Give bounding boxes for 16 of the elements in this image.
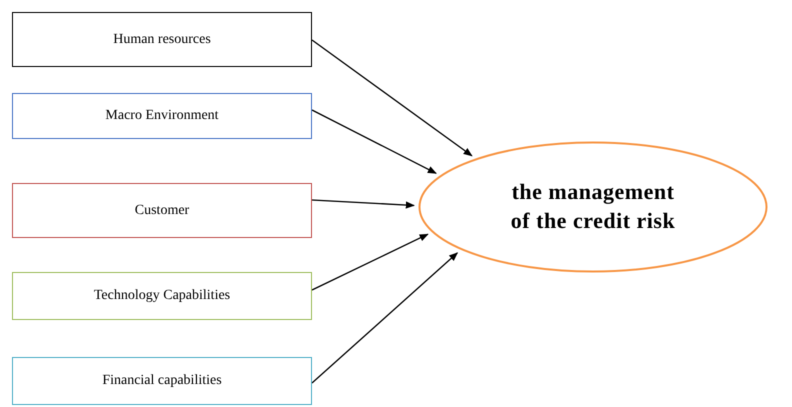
factor-label: Technology Capabilities [94, 288, 230, 304]
arrow [312, 199, 415, 209]
factor-box [12, 272, 312, 320]
factor-box [12, 12, 312, 67]
factor-box [12, 357, 312, 405]
factor-label: Customer [134, 202, 190, 218]
outcome-label: the management of the credit risk [510, 178, 676, 235]
arrow [312, 39, 473, 156]
arrow [312, 109, 437, 174]
factor-label: Macro Environment [105, 108, 219, 124]
factor-box [12, 183, 312, 238]
factor-label: Human resources [113, 32, 211, 48]
arrow [312, 234, 429, 291]
factor-label: Financial capabilities [102, 373, 222, 389]
factor-box [12, 93, 312, 139]
arrow [312, 252, 458, 384]
